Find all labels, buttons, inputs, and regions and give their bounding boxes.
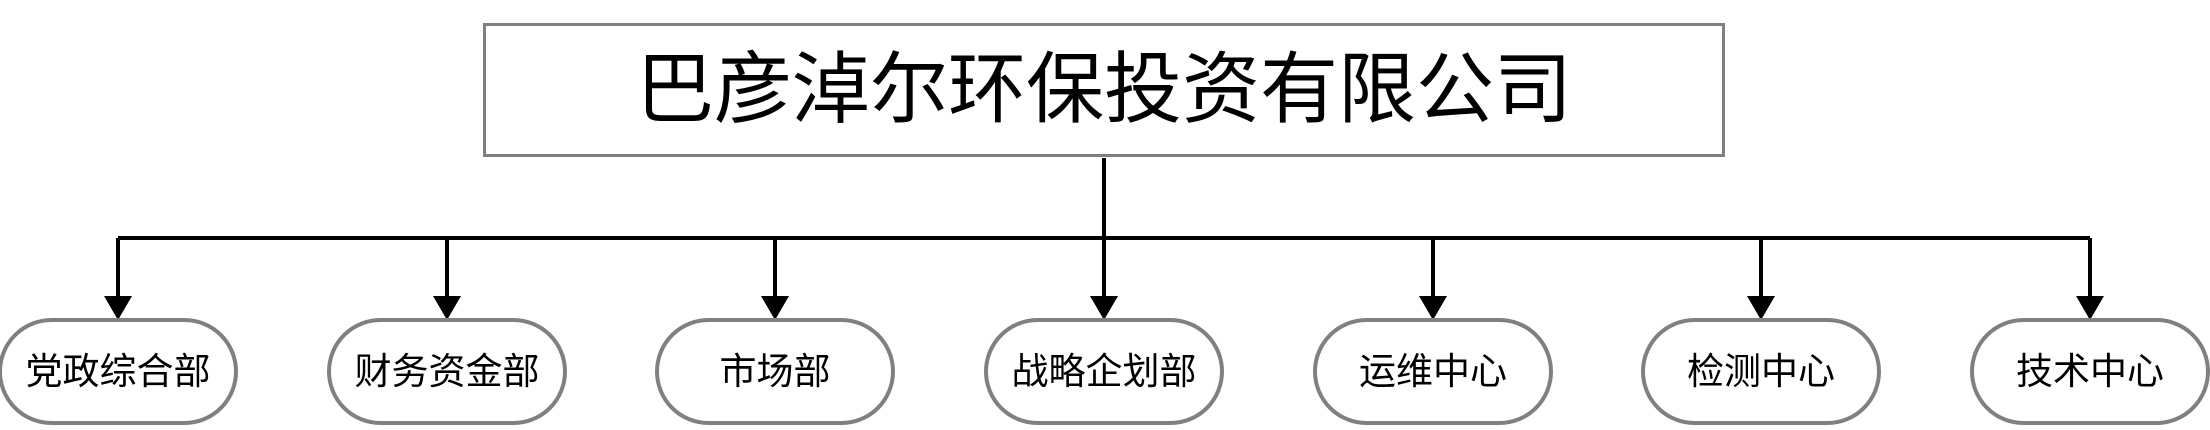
child-node-label-7: 技术中心 [2016, 350, 2164, 393]
arrowhead-3 [761, 296, 789, 320]
child-node-label-3: 市场部 [719, 350, 831, 393]
arrowhead-2 [433, 296, 461, 320]
child-node-1[interactable]: 党政综合部 [0, 318, 238, 425]
child-node-6[interactable]: 检测中心 [1641, 318, 1881, 425]
arrowhead-1 [104, 296, 132, 320]
child-node-3[interactable]: 市场部 [655, 318, 895, 425]
child-node-label-2: 财务资金部 [354, 350, 540, 393]
arrowhead-7 [2076, 296, 2104, 320]
child-node-7[interactable]: 技术中心 [1970, 318, 2210, 425]
arrowhead-6 [1747, 296, 1775, 320]
child-node-label-4: 战略企划部 [1011, 350, 1197, 393]
child-node-label-5: 运维中心 [1359, 350, 1507, 393]
arrowhead-4 [1090, 296, 1118, 320]
root-node-label: 巴彦淖尔环保投资有限公司 [635, 45, 1572, 135]
child-node-4[interactable]: 战略企划部 [984, 318, 1224, 425]
child-node-label-6: 检测中心 [1687, 350, 1835, 393]
child-node-5[interactable]: 运维中心 [1313, 318, 1553, 425]
child-node-label-1: 党政综合部 [25, 350, 211, 393]
root-node-company[interactable]: 巴彦淖尔环保投资有限公司 [483, 23, 1725, 157]
child-node-2[interactable]: 财务资金部 [327, 318, 567, 425]
arrowhead-5 [1419, 296, 1447, 320]
